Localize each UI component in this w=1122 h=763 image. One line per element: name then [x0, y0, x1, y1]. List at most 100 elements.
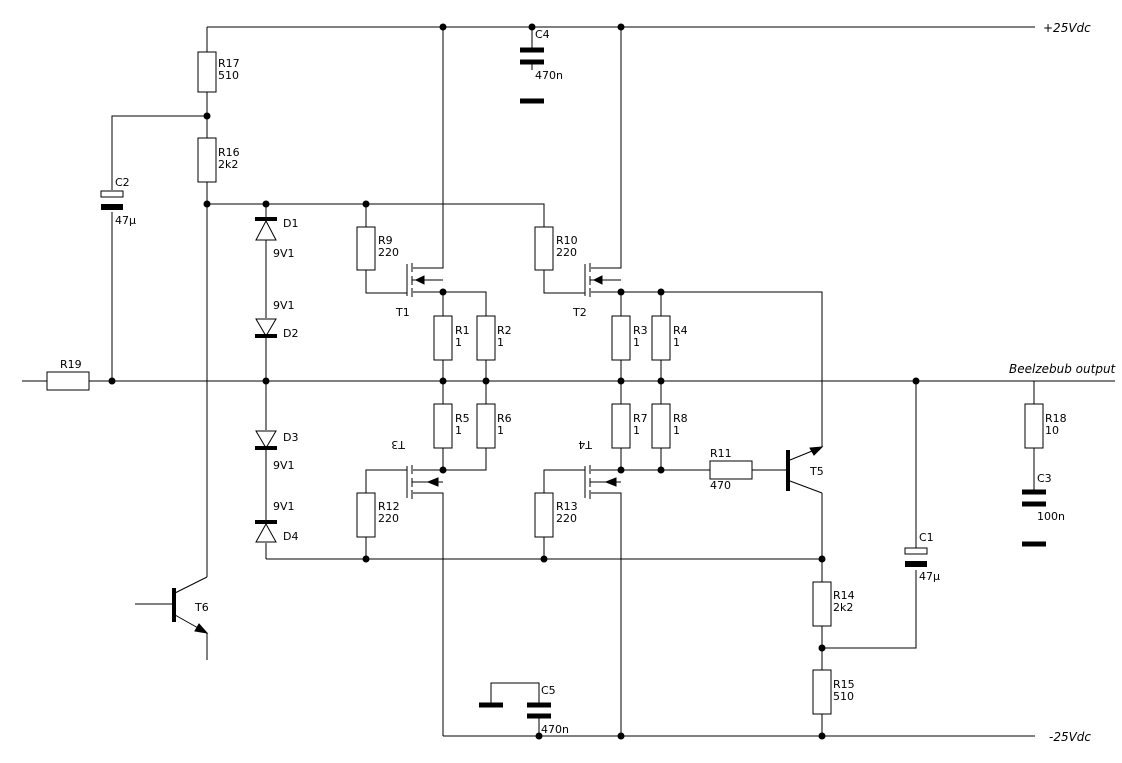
r12-gate-wire: [365, 469, 408, 493]
t1-source-wire: [413, 291, 487, 316]
d1-value: 9V1: [273, 247, 295, 260]
d4-label: D4: [283, 530, 298, 543]
r18-label: R18: [1045, 412, 1067, 425]
zener-diodes: [255, 217, 277, 543]
junction-dot: [912, 377, 920, 385]
zener-diode-d1: [255, 217, 277, 241]
r3-value: 1: [633, 336, 640, 349]
bjt-t5: [786, 446, 824, 491]
junction-dot: [617, 23, 625, 31]
resistor-r3: [611, 315, 631, 361]
t2-drain-wire: [591, 27, 622, 269]
mosfet-t2: [584, 263, 621, 297]
capacitors: [100, 47, 1046, 719]
d4-value: 9V1: [273, 500, 295, 513]
junction-dot: [657, 288, 665, 296]
resistor-r5: [433, 403, 453, 449]
t3-label: T3: [391, 438, 406, 451]
r15-label: R15: [833, 678, 855, 691]
junction-dot: [362, 555, 370, 563]
capacitor-c4: [520, 47, 544, 104]
d3-value: 9V1: [273, 459, 295, 472]
t3-drain-wire: [413, 492, 444, 736]
t1-label: T1: [395, 306, 410, 319]
resistor-r16: [197, 137, 217, 183]
resistor-r4: [651, 315, 671, 361]
t2-source-wire: [591, 291, 823, 447]
c1-label: C1: [919, 531, 934, 544]
d3-label: D3: [283, 431, 298, 444]
capacitor-c5: [479, 702, 551, 719]
junction-dot: [362, 200, 370, 208]
output-label: Beelzebub output: [1009, 362, 1117, 376]
r17-value: 510: [218, 69, 239, 82]
zener-diode-d2: [255, 318, 277, 338]
positive-rail-label: +25Vdc: [1043, 21, 1091, 35]
r13-label: R13: [556, 500, 578, 513]
c2-value: 47µ: [115, 214, 136, 227]
r10-value: 220: [556, 246, 577, 259]
r6-bottom-wire: [413, 448, 487, 471]
r13-gate-wire: [543, 469, 586, 493]
r10-label: R10: [556, 234, 578, 247]
junction-dot: [818, 732, 826, 740]
junction-dot: [439, 23, 447, 31]
c5-wire: [490, 682, 540, 703]
junction-dot: [657, 377, 665, 385]
junction-dot: [540, 555, 548, 563]
r14-value: 2k2: [833, 601, 853, 614]
junction-dot: [262, 200, 270, 208]
resistor-r6: [476, 403, 496, 449]
resistors: [46, 51, 1044, 715]
r11-label: R11: [710, 447, 732, 460]
r2-value: 1: [497, 336, 504, 349]
resistor-r13: [534, 492, 554, 538]
c1-bottom-wire: [822, 570, 917, 649]
bjt-t6: [172, 588, 209, 634]
junction-dot: [617, 377, 625, 385]
junction-dot: [617, 732, 625, 740]
r18-value: 10: [1045, 424, 1059, 437]
r15-value: 510: [833, 690, 854, 703]
r14-label: R14: [833, 589, 855, 602]
junction-dot: [818, 555, 826, 563]
junction-dot: [262, 377, 270, 385]
r5-value: 1: [455, 424, 462, 437]
r7-value: 1: [633, 424, 640, 437]
mosfets: [406, 263, 621, 499]
capacitor-c3: [1022, 489, 1046, 547]
c2-top-wire: [111, 115, 207, 190]
resistor-r18: [1024, 403, 1044, 449]
t1-drain-wire: [413, 27, 444, 269]
r7-label: R7: [633, 412, 648, 425]
resistor-r1: [433, 315, 453, 361]
r4-value: 1: [673, 336, 680, 349]
zener-diode-d4: [255, 520, 277, 543]
c4-value: 470n: [535, 69, 563, 82]
r1-label: R1: [455, 324, 470, 337]
r6-value: 1: [497, 424, 504, 437]
t5-label: T5: [809, 465, 824, 478]
r16-label: R16: [218, 146, 240, 159]
t4-label: T4: [578, 438, 593, 451]
junction-dot: [203, 200, 211, 208]
r5-label: R5: [455, 412, 470, 425]
junction-dot: [528, 23, 536, 31]
capacitor-c1: [904, 547, 928, 567]
resistor-r19: [46, 371, 90, 391]
t2-label: T2: [572, 306, 587, 319]
mosfet-t1: [406, 263, 443, 297]
wires: [22, 26, 1115, 737]
junction-dot: [439, 466, 447, 474]
resistor-r11: [709, 460, 753, 480]
c3-value: 100n: [1037, 510, 1065, 523]
junction-dot: [617, 466, 625, 474]
r4-label: R4: [673, 324, 688, 337]
resistor-r15: [812, 669, 832, 715]
t6-label: T6: [194, 601, 209, 614]
resistor-r10: [534, 226, 554, 271]
t6-emitter-wire: [174, 614, 208, 660]
mosfet-t4: [584, 465, 621, 499]
resistor-r17: [197, 51, 217, 93]
